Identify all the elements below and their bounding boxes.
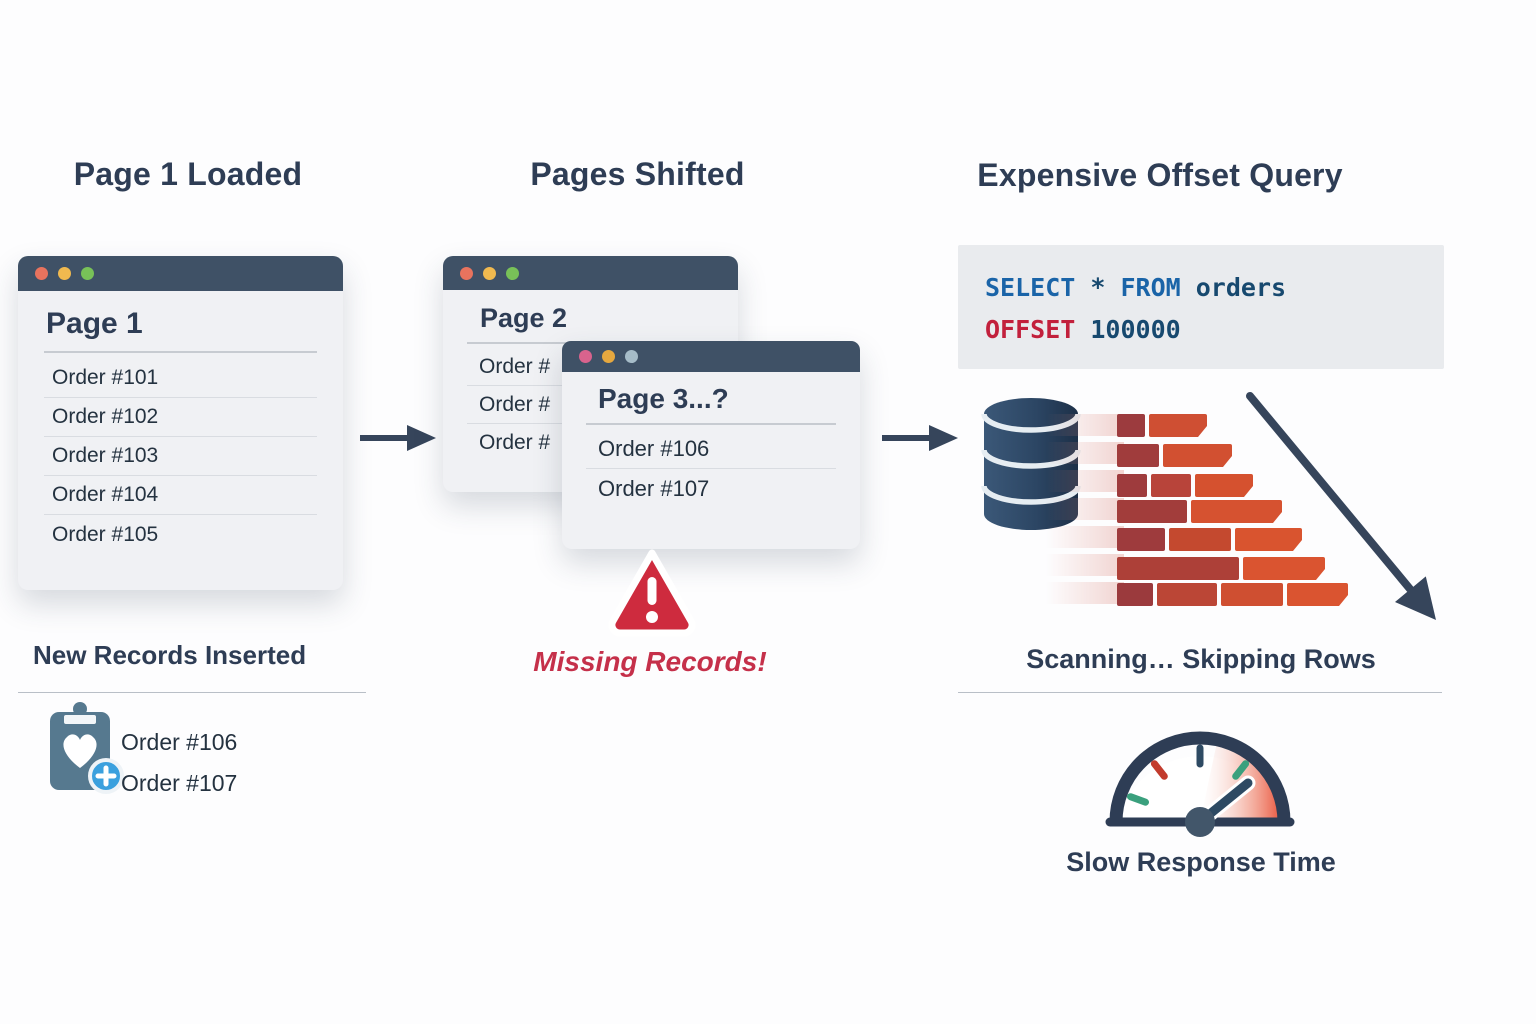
list-item: Order #101: [44, 359, 317, 398]
brick-row: [1117, 444, 1232, 467]
divider: [958, 692, 1442, 693]
traffic-light-red-icon: [460, 266, 473, 280]
browser-window-page1: Page 1 Order #101 Order #102 Order #103 …: [18, 256, 343, 590]
section-title-pages-shifted: Pages Shifted: [530, 156, 745, 192]
sql-from-keyword: FROM: [1120, 273, 1181, 302]
traffic-light-yellow-icon: [58, 267, 71, 280]
traffic-light-orange-icon: [602, 350, 615, 363]
sql-code-block: SELECT * FROM orders OFFSET 100000: [958, 245, 1444, 369]
brick-row: [1117, 474, 1253, 497]
window-titlebar: [562, 341, 860, 372]
list-item: Order #105: [52, 522, 159, 546]
missing-records-label: Missing Records!: [533, 646, 767, 677]
window-titlebar: [18, 256, 343, 291]
section-title-expensive-offset-query: Expensive Offset Query: [977, 157, 1343, 193]
new-records-inserted-title: New Records Inserted: [33, 640, 307, 670]
section-title-page1-loaded: Page 1 Loaded: [73, 156, 303, 192]
window-titlebar: [443, 256, 738, 290]
sql-table-name: orders: [1180, 273, 1287, 302]
sql-offset-keyword: OFFSET: [985, 315, 1076, 344]
list-item: Order #107: [598, 476, 710, 501]
speedometer-gauge-icon: [1105, 731, 1295, 837]
list-item: Order #106: [586, 429, 836, 469]
traffic-light-pink-icon: [579, 350, 592, 363]
motion-streaks: [1046, 414, 1124, 606]
brick-row: [1117, 414, 1207, 437]
order-list: Order #101 Order #102 Order #103 Order #…: [44, 359, 317, 554]
traffic-light-red-icon: [35, 267, 48, 280]
browser-window-page3: Page 3...? Order #106 Order #107: [562, 341, 860, 549]
scanning-label: Scanning… Skipping Rows: [1026, 644, 1376, 674]
slow-response-time-label: Slow Response Time: [1066, 847, 1336, 877]
list-item: Order #103: [44, 437, 317, 476]
brick-row: [1117, 583, 1348, 606]
divider: [44, 351, 317, 353]
sql-offset-value: 100000: [1075, 315, 1181, 344]
brick-row: [1117, 500, 1282, 523]
list-item: Order #: [479, 431, 551, 454]
page-title: Page 3...?: [598, 383, 729, 414]
divider: [586, 423, 836, 425]
inserted-order: Order #106: [121, 729, 238, 755]
scan-graphic: [958, 388, 1444, 628]
sql-line-2: OFFSET 100000: [985, 309, 1444, 351]
sql-line-1: SELECT * FROM orders: [985, 267, 1444, 309]
list-item: Order #104: [44, 476, 317, 515]
warning-triangle-icon: [608, 549, 696, 637]
sql-star: *: [1075, 273, 1121, 302]
declining-arrow-icon: [1246, 392, 1436, 620]
page-title: Page 2: [480, 303, 568, 333]
right-arrow-icon: [882, 425, 958, 451]
sql-select-keyword: SELECT: [985, 273, 1076, 302]
page-title: Page 1: [46, 307, 143, 340]
order-list: Order #106 Order #107: [586, 429, 836, 509]
inserted-order: Order #107: [121, 770, 238, 796]
right-arrow-icon: [360, 425, 436, 451]
brick-row: [1117, 528, 1302, 551]
database-icon: [981, 398, 1081, 530]
divider: [18, 692, 366, 693]
clipboard-add-icon: [50, 702, 124, 794]
traffic-light-green-icon: [506, 266, 519, 280]
traffic-light-gray-icon: [625, 350, 638, 363]
list-item: Order #102: [44, 398, 317, 437]
brick-row: [1117, 557, 1325, 580]
traffic-light-yellow-icon: [483, 266, 496, 280]
traffic-light-green-icon: [81, 267, 94, 280]
